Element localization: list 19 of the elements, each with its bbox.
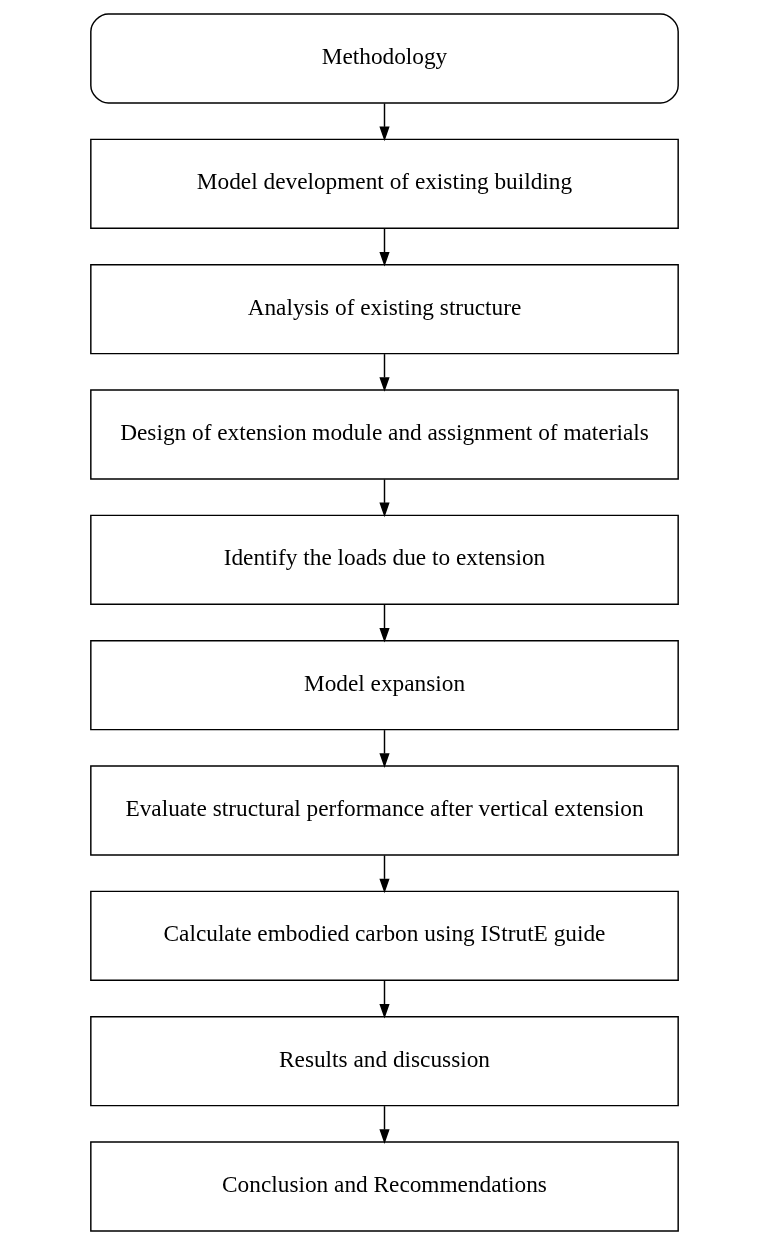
arrow (379, 854, 390, 894)
node-box: Results and discussion (90, 1016, 679, 1107)
arrow (379, 604, 390, 643)
node-box: Design of extension module and assignment of materials (90, 389, 679, 480)
node-box: Methodology (90, 13, 679, 104)
node-box: Analysis of existing structure (90, 263, 679, 355)
arrow (379, 353, 390, 392)
arrow (379, 980, 390, 1019)
node-box: Model development of existing building (90, 138, 679, 229)
arrow (379, 729, 390, 768)
node-box: Conclusion and Recommendations (90, 1141, 679, 1232)
node-box: Calculate embodied carbon using IStrutE guide (90, 890, 679, 982)
node-box: Identify the loads due to extension (90, 514, 679, 605)
arrow (379, 478, 390, 518)
arrow (379, 1105, 390, 1144)
node-box: Evaluate structural performance after vertical extension (90, 765, 679, 856)
arrow (379, 228, 390, 267)
arrow (379, 102, 390, 142)
node-box: Model expansion (90, 640, 679, 731)
